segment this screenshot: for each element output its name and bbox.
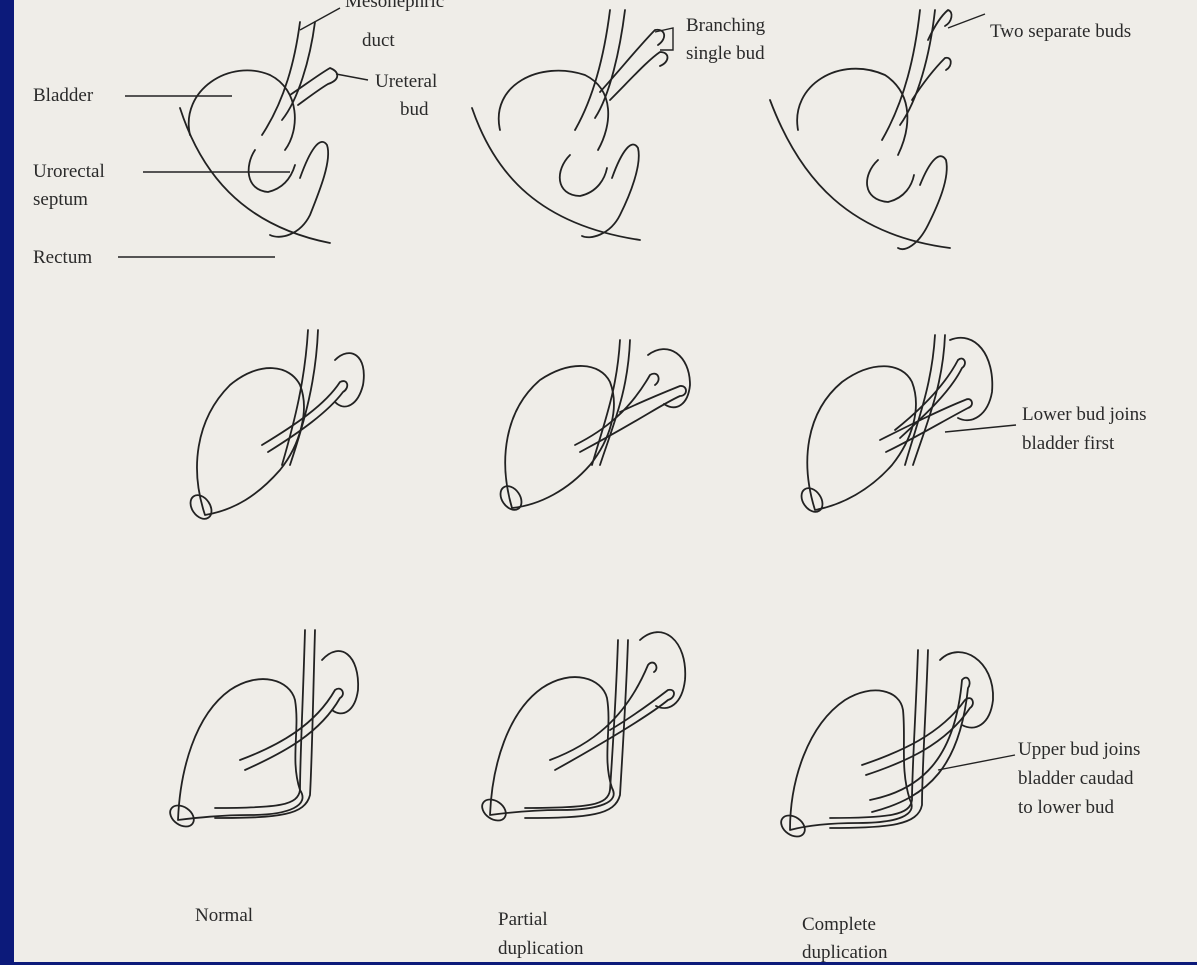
mesonephric-duct [215,630,305,808]
bladder-outline [189,70,295,150]
bladder-outline [790,690,912,830]
label-branching-line1: Branching [686,14,765,38]
mesonephric-duct [882,10,920,140]
branching-ureter [575,374,686,452]
rectum [270,142,328,237]
lower-bud [912,58,951,100]
ureteral-bud [290,68,337,105]
urorectal-septum [560,155,607,196]
column-caption-partial-line2: duplication [498,937,583,961]
leader-lines [118,8,1016,770]
metanephric-cap [940,652,993,727]
ureter [240,689,343,770]
lower-ureter [862,698,973,775]
label-branching-line2: single bud [686,42,765,66]
mesonephric-duct [575,10,610,130]
label-two-separate-buds: Two separate buds [990,20,1131,44]
label-upper-bud-line3: to lower bud [1018,796,1114,820]
label-ureteral-bud-line2: bud [400,98,429,122]
ureter [262,381,347,452]
cloaca-wall-outer [180,108,330,243]
label-lower-bud-line1: Lower bud joins [1022,403,1147,427]
rectum [582,145,639,238]
column-caption-partial-line1: Partial [498,908,548,932]
row2-normal [186,330,364,523]
column-caption-normal: Normal [195,904,253,928]
label-ureteral-bud-line1: Ureteral [375,70,437,94]
metanephric-cap [640,632,685,708]
urorectal-septum [867,160,914,202]
mesonephric-duct [525,640,618,808]
label-mesonephric-duct-line2: duct [362,29,395,53]
metanephric-cap [335,353,364,406]
row3-normal [166,630,358,831]
label-urorectal-septum-line2: septum [33,188,88,212]
row1-branching-embryo [472,10,668,240]
rectum [898,156,947,249]
metanephric-cap [322,651,358,713]
leader-lower-bud [945,425,1016,432]
label-mesonephric-duct-line1: Mesonephric [345,0,444,14]
row2-partial [496,340,690,514]
label-upper-bud-line2: bladder caudad [1018,767,1134,791]
label-urorectal-septum-line1: Urorectal [33,160,105,184]
bladder-outline [797,69,907,155]
label-rectum: Rectum [33,246,92,270]
leader-two-separate [948,14,985,28]
bladder-outline [499,71,609,150]
row2-complete [797,335,992,516]
bladder-neck [186,491,216,523]
bladder-outline [505,366,614,508]
bladder-neck [777,811,809,841]
bladder-neck [496,482,526,514]
label-bladder: Bladder [33,84,93,108]
label-lower-bud-line2: bladder first [1022,432,1114,456]
column-caption-complete-line1: Complete [802,913,876,937]
upper-ureter [870,678,970,812]
metanephric-cap [648,349,690,407]
bladder-neck [166,801,198,831]
mesonephric-duct-inner [600,340,630,465]
leader-mesonephric-duct [300,8,340,30]
column-caption-complete-line2: duplication [802,941,887,965]
row1-separate-buds-embryo [770,10,952,249]
branching-bud [600,30,668,100]
leader-ureteral-bud [336,74,368,80]
bladder-outline [490,677,614,815]
bladder-neck [478,795,510,825]
row1-normal-embryo [180,22,337,243]
urorectal-septum [249,150,295,192]
label-upper-bud-line1: Upper bud joins [1018,738,1140,762]
row3-complete [777,650,993,841]
cloaca-wall-outer [472,108,640,240]
row3-partial [478,632,685,825]
